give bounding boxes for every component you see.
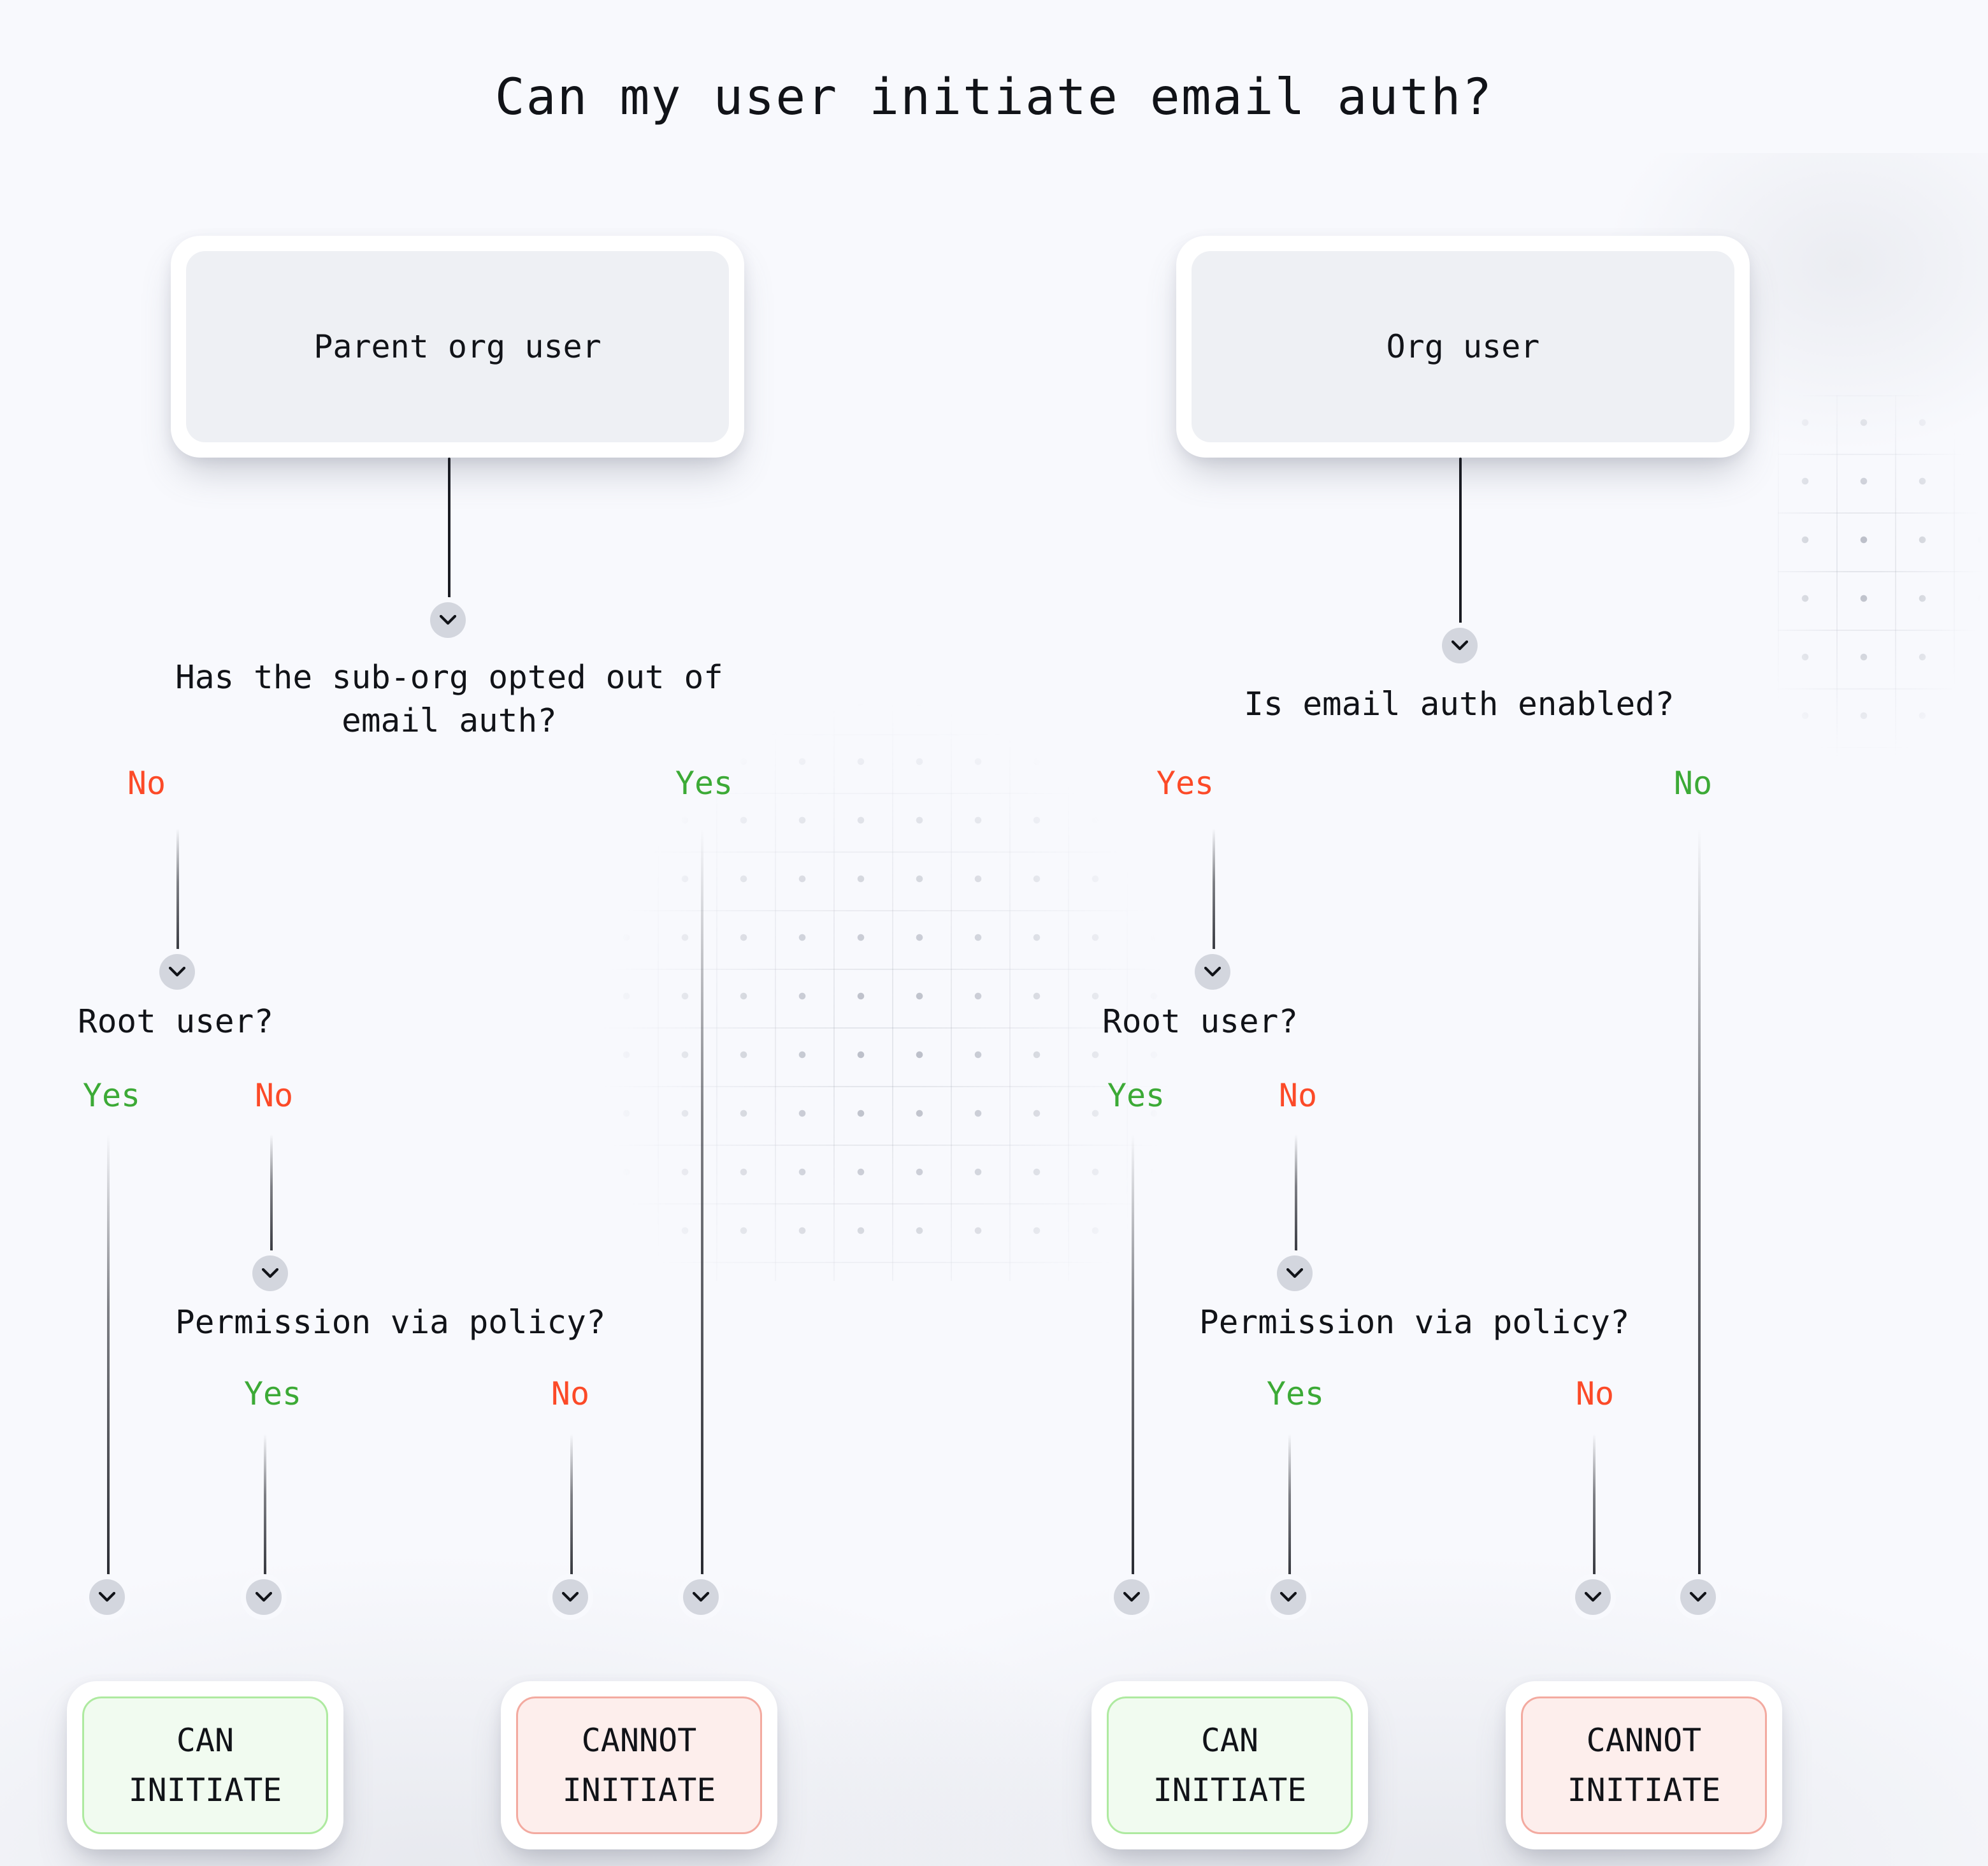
connector-left-q2[interactable]: [159, 954, 195, 990]
chevron-down-icon: [99, 1592, 115, 1602]
connector-right-outcome-can-b[interactable]: [1271, 1579, 1306, 1615]
edge-label-right-q1-yes: Yes: [1156, 765, 1214, 802]
connector-right-outcome-cannot-b[interactable]: [1680, 1579, 1716, 1615]
connector-left-outcome-can-a[interactable]: [89, 1579, 125, 1615]
chevron-down-icon: [1123, 1592, 1140, 1602]
connector-right-q2[interactable]: [1195, 954, 1230, 990]
edge-left-q1-no: [176, 828, 179, 970]
edge-right-q3-yes: [1288, 1434, 1291, 1595]
connector-right-outcome-can-a[interactable]: [1114, 1579, 1149, 1615]
edge-label-left-q2-yes: Yes: [82, 1077, 141, 1114]
chevron-down-icon: [1286, 1268, 1303, 1278]
edge-left-q2-no: [270, 1134, 273, 1271]
edge-right-q2-no: [1295, 1134, 1297, 1271]
edge-left-q3-no: [570, 1434, 573, 1595]
chevron-down-icon: [1280, 1592, 1297, 1602]
edge-right-root-to-q1: [1459, 458, 1462, 637]
chevron-down-icon: [562, 1592, 579, 1602]
connector-left-q1[interactable]: [430, 602, 466, 638]
chevron-down-icon: [169, 967, 185, 977]
edge-label-right-q2-no: No: [1278, 1077, 1318, 1114]
chevron-down-icon: [262, 1268, 278, 1278]
node-org-user-label: Org user: [1192, 251, 1734, 442]
connector-left-outcome-cannot-a[interactable]: [552, 1579, 588, 1615]
node-parent-org-user-label: Parent org user: [186, 251, 729, 442]
page-title: Can my user initiate email auth?: [494, 69, 1494, 126]
node-org-user[interactable]: Org user: [1176, 236, 1750, 458]
edge-label-left-q3-no: No: [551, 1375, 590, 1412]
edge-left-q3-yes: [264, 1434, 266, 1595]
edge-left-q1-yes: [701, 828, 703, 1595]
edge-left-root-to-q1: [448, 458, 450, 618]
background-grid-right: [1778, 395, 1988, 765]
chevron-down-icon: [693, 1592, 709, 1602]
chevron-down-icon: [1204, 967, 1221, 977]
question-right-email-auth-enabled: Is email auth enabled?: [1244, 686, 1675, 723]
node-left-can-initiate-label: CAN INITIATE: [82, 1696, 328, 1834]
edge-label-left-q2-no: No: [254, 1077, 294, 1114]
connector-left-outcome-cannot-b[interactable]: [683, 1579, 719, 1615]
edge-right-q1-no: [1698, 828, 1701, 1595]
question-left-permission-policy: Permission via policy?: [175, 1304, 606, 1342]
question-right-permission-policy: Permission via policy?: [1199, 1304, 1630, 1342]
edge-label-right-q2-yes: Yes: [1107, 1077, 1165, 1114]
edge-label-left-q1-yes: Yes: [675, 765, 733, 802]
chevron-down-icon: [1585, 1592, 1601, 1602]
node-parent-org-user[interactable]: Parent org user: [171, 236, 744, 458]
node-left-can-initiate[interactable]: CAN INITIATE: [67, 1681, 343, 1849]
connector-right-outcome-cannot-a[interactable]: [1575, 1579, 1611, 1615]
question-left-suborg-opt-out: Has the sub-org opted out of email auth?: [175, 659, 723, 741]
chevron-down-icon: [1451, 640, 1468, 651]
edge-label-right-q3-no: No: [1575, 1375, 1615, 1412]
connector-left-outcome-can-b[interactable]: [246, 1579, 282, 1615]
node-right-cannot-initiate[interactable]: CANNOT INITIATE: [1506, 1681, 1782, 1849]
node-left-cannot-initiate-label: CANNOT INITIATE: [516, 1696, 762, 1834]
question-left-root-user: Root user?: [78, 1003, 274, 1041]
connector-right-q3[interactable]: [1277, 1255, 1313, 1291]
edge-label-right-q3-yes: Yes: [1266, 1375, 1325, 1412]
node-left-cannot-initiate[interactable]: CANNOT INITIATE: [501, 1681, 777, 1849]
edge-right-q2-yes: [1132, 1134, 1134, 1595]
node-right-can-initiate[interactable]: CAN INITIATE: [1091, 1681, 1368, 1849]
edge-label-left-q1-no: No: [127, 765, 166, 802]
background-grid-dots-right: [1778, 395, 1988, 765]
edge-right-q3-no: [1593, 1434, 1595, 1595]
node-right-cannot-initiate-label: CANNOT INITIATE: [1521, 1696, 1767, 1834]
edge-label-right-q1-no: No: [1673, 765, 1713, 802]
node-right-can-initiate-label: CAN INITIATE: [1107, 1696, 1353, 1834]
edge-label-left-q3-yes: Yes: [243, 1375, 302, 1412]
connector-left-q3[interactable]: [252, 1255, 288, 1291]
edge-right-q1-yes: [1213, 828, 1215, 970]
connector-right-q1[interactable]: [1442, 628, 1478, 663]
chevron-down-icon: [1690, 1592, 1706, 1602]
chevron-down-icon: [440, 615, 456, 625]
edge-left-q2-yes: [107, 1134, 110, 1595]
question-right-root-user: Root user?: [1102, 1003, 1299, 1041]
chevron-down-icon: [256, 1592, 272, 1602]
